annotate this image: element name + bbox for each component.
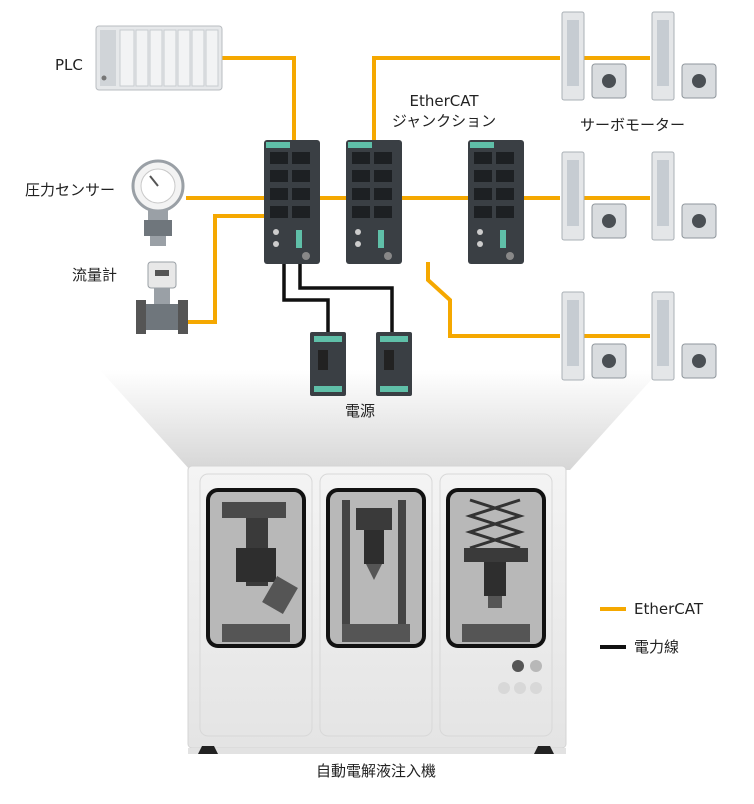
flow-meter-label: 流量計 (72, 266, 118, 284)
servo-motor-icon (681, 63, 717, 99)
ethercat-junction-1 (264, 140, 320, 264)
machine-button (512, 660, 524, 672)
power-supply-1 (310, 332, 346, 396)
ethercat-junction-3 (468, 140, 524, 264)
ethercat-junction-2 (346, 140, 402, 264)
flow-meter-icon (136, 261, 188, 334)
machine-button (514, 682, 526, 694)
power-lines (282, 262, 394, 332)
servo-drive (651, 151, 675, 241)
legend-swatch-ethercat (600, 607, 626, 611)
servo-drive (651, 291, 675, 381)
machine-label: 自動電解液注入機 (315, 762, 436, 780)
ethercat-line-servo-bottom (426, 262, 560, 338)
machine-window-3 (446, 488, 546, 648)
plc-label: PLC (55, 56, 83, 74)
power-supply-2 (376, 332, 412, 396)
plc-device (95, 25, 223, 91)
servo-drive (561, 151, 585, 241)
legend-swatch-power-line (600, 644, 626, 649)
legend-label: 電力線 (634, 638, 680, 656)
servo-motor-icon (591, 63, 627, 99)
pressure-sensor-label: 圧力センサー (25, 181, 116, 199)
servo-drive (651, 11, 675, 101)
servo-motor-icon (681, 203, 717, 239)
servo-drive (561, 11, 585, 101)
power-supply-label: 電源 (345, 402, 376, 420)
legend-item-power-line: 電力線 (600, 636, 679, 657)
servo-motor-icon (681, 343, 717, 379)
legend-label: EtherCAT (634, 600, 703, 618)
ethercat-line-flow (186, 214, 264, 324)
ethercat-junction-label-line2: ジャンクション (391, 112, 497, 130)
servo-group (561, 11, 717, 381)
machine-button (530, 682, 542, 694)
ethercat-line-servo-top (372, 56, 560, 140)
machine-window-1 (206, 488, 306, 648)
ethercat-junction-label-line1: EtherCAT (409, 92, 479, 110)
ethercat-lines (186, 56, 650, 338)
legend-item-ethercat: EtherCAT (600, 600, 703, 618)
machine-button (530, 660, 542, 672)
servo-motor-label: サーボモーター (580, 116, 686, 134)
machine-button (498, 682, 510, 694)
projection-beam (100, 370, 660, 470)
electrolyte-injection-machine (187, 465, 567, 754)
ethercat-line-plc (222, 56, 296, 140)
servo-drive (561, 291, 585, 381)
pressure-sensor-icon (131, 159, 185, 246)
servo-motor-icon (591, 203, 627, 239)
servo-motor-icon (591, 343, 627, 379)
machine-window-2 (326, 488, 426, 648)
